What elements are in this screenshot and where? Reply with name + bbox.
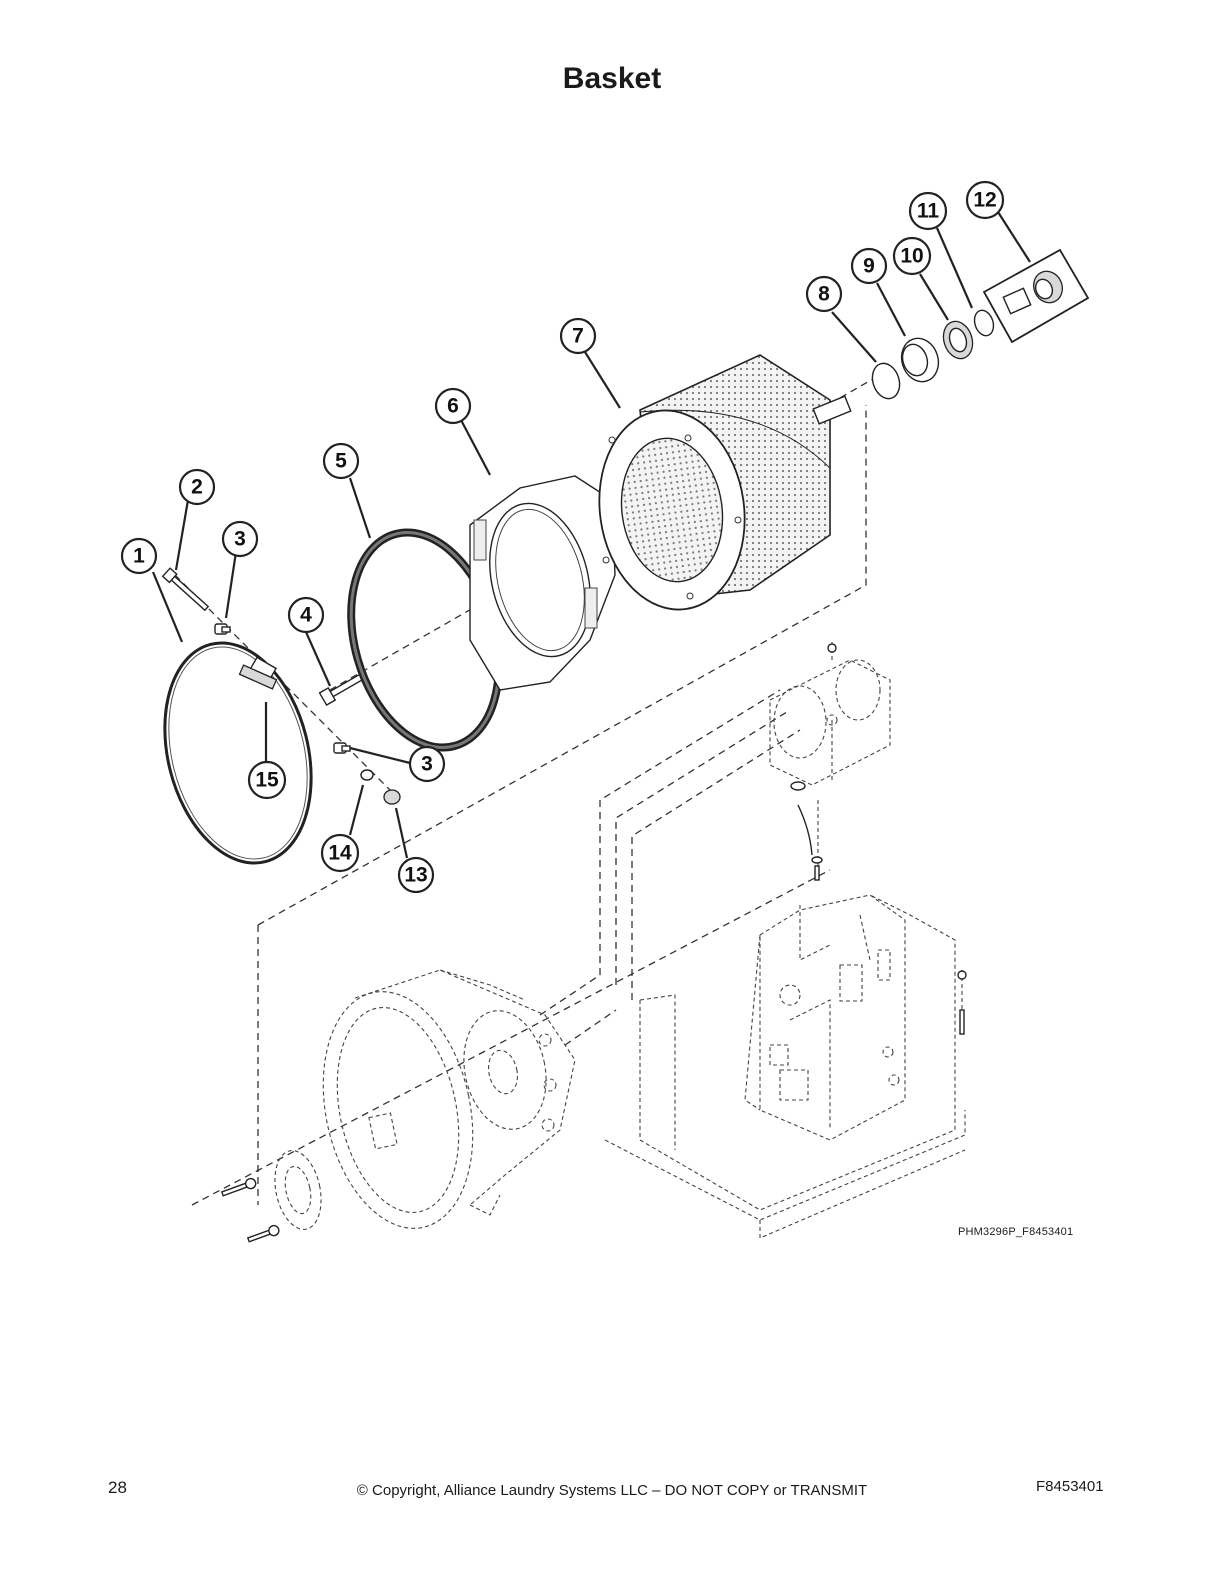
clamp-pad-part-15 — [238, 664, 278, 690]
callout-11: 11 — [908, 191, 948, 231]
svg-text:5: 5 — [335, 450, 347, 473]
svg-text:2: 2 — [191, 476, 203, 499]
washer-part-14 — [360, 769, 374, 781]
page-title: Basket — [562, 62, 662, 95]
bearing-housing-part-9 — [900, 337, 940, 383]
callout-15: 15 — [247, 760, 287, 800]
callout-8: 8 — [805, 275, 843, 313]
svg-text:1: 1 — [133, 545, 145, 568]
mounting-hardware — [220, 643, 967, 1243]
bearing-part-10 — [942, 320, 974, 360]
svg-text:4: 4 — [300, 604, 312, 627]
callout-4: 4 — [287, 596, 325, 634]
svg-text:10: 10 — [900, 245, 923, 268]
callout-1: 1 — [120, 537, 158, 575]
retaining-ring-part-11 — [973, 309, 995, 337]
front-panel-part-6 — [469, 475, 616, 691]
callout-10: 10 — [892, 236, 932, 276]
svg-text:3: 3 — [421, 753, 433, 776]
callout-9: 9 — [850, 247, 888, 285]
leader-lines — [151, 211, 1031, 859]
callout-3-upper: 3 — [221, 520, 259, 558]
clamp-axis — [174, 574, 396, 796]
callout-5: 5 — [322, 442, 360, 480]
document-id: F8453401 — [1036, 1478, 1104, 1495]
svg-text:12: 12 — [973, 189, 996, 212]
cabinet-phantom-outline — [191, 405, 966, 1239]
nut-part-3-upper — [214, 623, 231, 635]
svg-text:14: 14 — [328, 842, 352, 865]
bolt-part-2 — [161, 567, 210, 612]
svg-text:8: 8 — [818, 283, 830, 306]
svg-text:9: 9 — [863, 255, 875, 278]
callout-12: 12 — [965, 180, 1005, 220]
page-number: 28 — [108, 1478, 127, 1497]
svg-text:6: 6 — [447, 395, 459, 418]
cap-screw-part-4 — [318, 673, 364, 707]
callout-3-lower: 3 — [408, 745, 446, 783]
svg-text:3: 3 — [234, 528, 246, 551]
sleeve-kit-part-12 — [982, 248, 1090, 344]
nut-part-3-lower — [333, 742, 351, 754]
callout-2: 2 — [178, 468, 216, 506]
figure-id: PHM3296P_F8453401 — [958, 1226, 1074, 1238]
svg-text:7: 7 — [572, 325, 584, 348]
basket-drum-part-7 — [598, 354, 852, 611]
copyright-notice: © Copyright, Alliance Laundry Systems LL… — [356, 1482, 868, 1499]
locknut-part-13 — [383, 789, 401, 805]
callout-14: 14 — [320, 833, 360, 873]
callout-13: 13 — [397, 856, 435, 894]
svg-text:11: 11 — [917, 200, 940, 223]
seal-part-8 — [871, 362, 901, 400]
svg-text:13: 13 — [404, 864, 427, 887]
callout-7: 7 — [559, 317, 597, 355]
svg-text:15: 15 — [255, 769, 279, 792]
callout-6: 6 — [434, 387, 472, 425]
clamp-band-part-1 — [163, 641, 313, 865]
